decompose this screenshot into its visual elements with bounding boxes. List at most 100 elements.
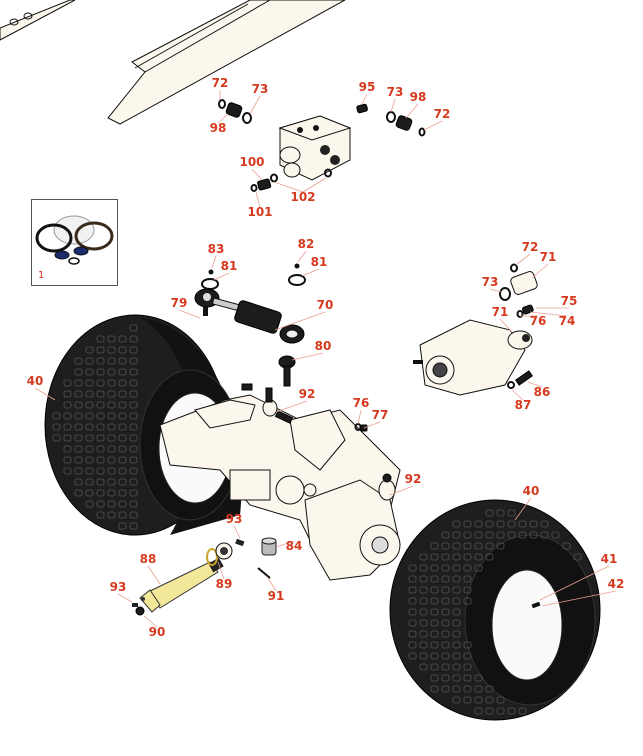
callout-label[interactable]: 100 (239, 155, 264, 169)
callout-84[interactable]: 84 (275, 539, 303, 553)
callout-label[interactable]: 79 (171, 296, 188, 310)
callout-label[interactable]: 93 (226, 512, 243, 526)
callout-label[interactable]: 77 (372, 408, 389, 422)
tread-lug (441, 630, 450, 638)
callout-label[interactable]: 75 (561, 294, 578, 308)
callout-41[interactable]: 41 (539, 552, 618, 601)
callout-77[interactable]: 77 (363, 408, 389, 429)
callout-label[interactable]: 98 (410, 90, 427, 104)
callout-76[interactable]: 76 (353, 396, 370, 425)
callout-label[interactable]: 95 (359, 80, 376, 94)
callout-81[interactable]: 81 (213, 259, 238, 281)
callout-82[interactable]: 82 (298, 237, 315, 263)
callout-label[interactable]: 90 (149, 625, 166, 639)
tread-lug (419, 608, 428, 616)
callout-label[interactable]: 93 (110, 580, 127, 594)
callout-95[interactable]: 95 (359, 80, 376, 105)
callout-86[interactable]: 86 (527, 381, 551, 399)
callout-label[interactable]: 81 (311, 255, 328, 269)
callout-label[interactable]: 84 (286, 539, 303, 553)
callout-92[interactable]: 92 (389, 472, 422, 496)
callout-label[interactable]: 71 (492, 305, 509, 319)
callout-101[interactable]: 101 (247, 191, 273, 219)
callout-74[interactable]: 74 (529, 311, 576, 328)
tread-lug (129, 434, 138, 442)
callout-40[interactable]: 40 (514, 484, 540, 521)
leader-line (274, 311, 326, 331)
callout-98[interactable]: 98 (405, 90, 427, 119)
callout-75[interactable]: 75 (536, 294, 578, 309)
callout-label[interactable]: 72 (522, 240, 539, 254)
callout-102[interactable]: 102 (273, 177, 327, 204)
callout-label[interactable]: 89 (216, 577, 233, 591)
tread-lug (107, 401, 116, 409)
callout-71[interactable]: 71 (492, 305, 513, 333)
callout-72[interactable]: 72 (515, 240, 539, 266)
callout-98[interactable]: 98 (210, 113, 229, 135)
plug-95 (356, 103, 368, 114)
callout-88[interactable]: 88 (140, 552, 161, 585)
callout-label[interactable]: 73 (252, 82, 269, 96)
callout-42[interactable]: 42 (541, 577, 625, 607)
callout-87[interactable]: 87 (511, 389, 532, 412)
callout-label[interactable]: 98 (210, 121, 227, 135)
callout-label[interactable]: 41 (601, 552, 618, 566)
callout-label[interactable]: 87 (515, 398, 532, 412)
callout-label[interactable]: 40 (523, 484, 540, 498)
tread-lug (408, 608, 417, 616)
callout-label[interactable]: 72 (212, 76, 229, 90)
callout-label[interactable]: 73 (482, 275, 499, 289)
callout-label[interactable]: 82 (298, 237, 315, 251)
callout-81[interactable]: 81 (301, 255, 328, 277)
tread-lug (430, 663, 439, 671)
callout-73[interactable]: 73 (387, 85, 404, 113)
callout-label[interactable]: 42 (608, 577, 625, 591)
leader-line (302, 177, 327, 193)
callout-76[interactable]: 76 (520, 314, 546, 328)
callout-83[interactable]: 83 (208, 242, 225, 269)
callout-92[interactable]: 92 (275, 387, 316, 413)
callout-label[interactable]: 71 (540, 250, 557, 264)
callout-label[interactable]: 102 (290, 190, 315, 204)
callout-89[interactable]: 89 (216, 561, 233, 591)
callout-label[interactable]: 70 (317, 298, 334, 312)
tread-lug (63, 434, 72, 442)
callout-90[interactable]: 90 (143, 615, 166, 639)
callout-72[interactable]: 72 (423, 107, 451, 131)
callout-label[interactable]: 72 (434, 107, 451, 121)
pin-91 (257, 567, 271, 579)
callout-label[interactable]: 88 (140, 552, 157, 566)
tread-lug (63, 467, 72, 475)
callout-70[interactable]: 70 (274, 298, 334, 331)
callout-label[interactable]: 76 (530, 314, 547, 328)
callout-label[interactable]: 91 (268, 589, 285, 603)
callout-93[interactable]: 93 (110, 580, 133, 603)
callout-label[interactable]: 76 (353, 396, 370, 410)
callout-72[interactable]: 72 (212, 76, 229, 100)
callout-label[interactable]: 74 (559, 314, 576, 328)
tread-lug (474, 674, 483, 682)
callout-label[interactable]: 83 (208, 242, 225, 256)
callout-91[interactable]: 91 (268, 577, 285, 603)
tread-lug (74, 368, 83, 376)
callout-100[interactable]: 100 (239, 155, 265, 181)
tread-lug (408, 619, 417, 627)
tread-lug (441, 597, 450, 605)
callout-label[interactable]: 73 (387, 85, 404, 99)
tread-lug (496, 509, 505, 517)
callout-label[interactable]: 101 (247, 205, 272, 219)
callout-label[interactable]: 40 (27, 374, 44, 388)
callout-label[interactable]: 92 (299, 387, 316, 401)
callout-80[interactable]: 80 (291, 339, 332, 361)
callout-93[interactable]: 93 (226, 512, 243, 539)
seal-kit-inset[interactable]: 1 (31, 199, 118, 286)
callout-label[interactable]: 81 (221, 259, 238, 273)
callout-73[interactable]: 73 (249, 82, 269, 115)
callout-label[interactable]: 86 (534, 385, 551, 399)
callout-label[interactable]: 92 (405, 472, 422, 486)
callout-label[interactable]: 80 (315, 339, 332, 353)
callout-40[interactable]: 40 (27, 374, 56, 401)
callout-79[interactable]: 79 (171, 296, 201, 319)
callout-71[interactable]: 71 (531, 250, 557, 279)
callout-73[interactable]: 73 (482, 275, 503, 293)
